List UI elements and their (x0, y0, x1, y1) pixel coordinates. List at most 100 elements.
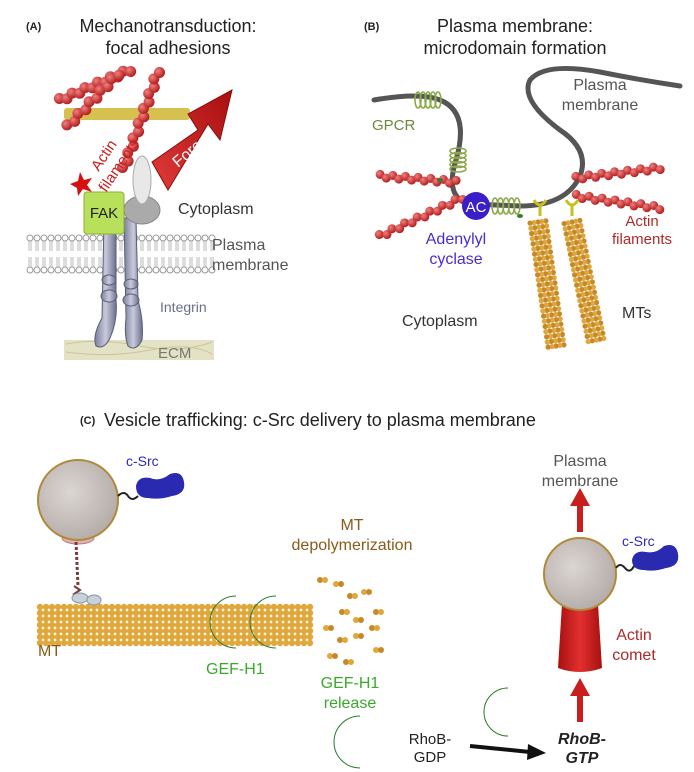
tubulin-subunit (186, 609, 194, 617)
tubulin-subunit (54, 621, 62, 629)
tubulin-subunit (138, 627, 146, 635)
gpcr-receptors (414, 91, 523, 218)
tubulin-subunit (588, 333, 594, 339)
tubulin-subunit (587, 327, 593, 334)
tubulin-subunit (572, 256, 578, 262)
tubulin-subunit (577, 239, 583, 245)
tubulin-subunit (234, 609, 242, 617)
tubulin-subunit (580, 254, 586, 260)
tubulin-subunit (574, 223, 580, 229)
lipid-head (180, 234, 188, 242)
tubulin-subunit (574, 282, 580, 288)
csrc-right-icon (632, 545, 679, 571)
tubulin-dimer (361, 589, 367, 595)
tubulin-subunit (540, 229, 547, 235)
tubulin-dimer (374, 625, 380, 631)
tubulin-subunit (138, 603, 146, 611)
lipid-head (159, 234, 167, 242)
tubulin-subunit (66, 603, 74, 611)
ac-label: AC (466, 199, 487, 216)
gpcr-helix (449, 147, 467, 155)
tubulin-subunit (36, 627, 44, 635)
actin-bead (133, 126, 145, 138)
tubulin-subunit (556, 337, 562, 343)
tubulin-subunit (108, 603, 116, 611)
tubulin-subunit (306, 633, 314, 641)
tubulin-dimer (323, 625, 329, 631)
tubulin-dimer (369, 625, 375, 631)
actin-bead (113, 69, 125, 81)
tubulin-subunit (150, 615, 158, 623)
actin-filaments-a (53, 65, 166, 173)
tubulin-subunit (102, 603, 110, 611)
tubulin-subunit (551, 327, 557, 334)
tubulin-subunit (90, 639, 98, 647)
tubulin-subunit (114, 615, 122, 623)
cytoplasm-label-b: Cytoplasm (402, 313, 478, 330)
tubulin-subunit (54, 639, 62, 647)
tubulin-subunit (544, 281, 550, 287)
phosphorylation-star-icon (70, 172, 92, 196)
tubulin-subunit (541, 292, 548, 298)
tubulin-subunit (126, 633, 134, 641)
tubulin-subunit (174, 615, 182, 623)
tubulin-subunit (537, 292, 544, 299)
tubulin-subunit (78, 603, 86, 611)
actin-bead (374, 230, 384, 240)
tubulin-subunit (575, 228, 581, 235)
actin-filaments-label-b-1: Actin (625, 213, 658, 230)
tubulin-subunit (168, 609, 176, 617)
tubulin-subunit (567, 230, 573, 236)
tubulin-dimer (332, 653, 338, 659)
tubulin-subunit (294, 633, 302, 641)
tubulin-subunit (144, 615, 152, 623)
tubulin-subunit (198, 621, 206, 629)
tubulin-subunit (575, 250, 581, 256)
tubulin-subunit (234, 627, 242, 635)
lipid-head (33, 234, 41, 242)
tubulin-subunit (545, 318, 551, 324)
tubulin-subunit (216, 633, 224, 641)
actin-comet-shape (558, 600, 602, 672)
tubulin-subunit (535, 250, 542, 257)
tubulin-subunit (582, 286, 589, 292)
tubulin-subunit (590, 300, 596, 306)
lipid-head (152, 234, 160, 242)
tubulin-subunit (174, 633, 182, 641)
tubulin-subunit (282, 603, 290, 611)
tubulin-subunit (579, 270, 586, 276)
tubulin-subunit (586, 263, 592, 270)
tubulin-subunit (288, 627, 296, 635)
lipid-head (201, 234, 209, 242)
tubulin-subunit (537, 234, 543, 241)
tubulin-subunit (210, 621, 218, 629)
mt-label: MT (38, 643, 61, 660)
tubulin-subunit (595, 326, 601, 332)
tubulin-subunit (294, 639, 302, 647)
actin-filaments-label-b-2: filaments (612, 231, 672, 248)
tubulin-subunit (571, 229, 577, 235)
tubulin-subunit (72, 627, 80, 635)
tubulin-subunit (120, 627, 128, 635)
tubulin-subunit (582, 264, 588, 270)
tubulin-subunit (306, 603, 314, 611)
tubulin-subunit (592, 294, 599, 300)
tubulin-subunit (264, 621, 272, 629)
tubulin-subunit (102, 639, 110, 647)
tubulin-subunit (192, 603, 200, 611)
tubulin-subunit (294, 603, 302, 611)
tubulin-subunit (96, 615, 104, 623)
tubulin-subunit (584, 291, 590, 297)
tubulin-subunit (102, 627, 110, 635)
tubulin-subunit (553, 285, 559, 291)
tubulin-subunit (541, 318, 547, 324)
tubulin-subunit (585, 338, 591, 345)
gpcr-helix (449, 165, 467, 173)
panel-c-letter: (C) (80, 415, 96, 427)
tubulin-subunit (582, 302, 588, 308)
tubulin-subunit (583, 328, 589, 334)
tubulin-subunit (270, 639, 278, 647)
csrc-label-right: c-Src (622, 533, 655, 549)
actin-bead (154, 67, 166, 79)
tubulin-subunit (547, 328, 553, 334)
